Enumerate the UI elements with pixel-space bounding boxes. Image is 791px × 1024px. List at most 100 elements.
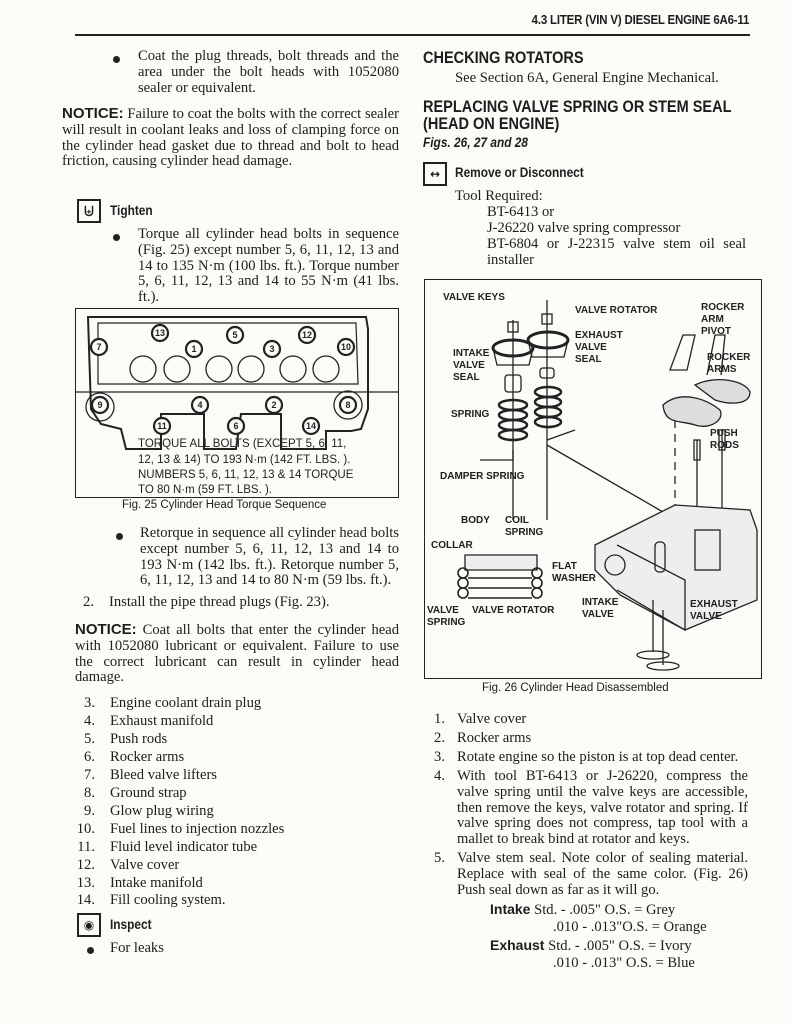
seal-color-exhaust-std: Exhaust Std. - .005" O.S. = Ivory (490, 937, 692, 955)
step-number: 6. (84, 749, 95, 765)
step-text: Valve cover (457, 711, 527, 727)
step-text: Ground strap (110, 785, 187, 801)
step-number: 4. (434, 768, 445, 784)
tool-item: installer (487, 252, 535, 268)
step-text: Glow plug wiring (110, 803, 214, 819)
step-text: Rocker arms (110, 749, 185, 765)
figures-reference: Figs. 26, 27 and 28 (423, 135, 528, 150)
step-text: Install the pipe thread plugs (Fig. 23). (109, 594, 330, 610)
step-text: Rocker arms (457, 730, 532, 746)
step-text: Valve stem seal. Note color of sealing m… (457, 850, 748, 898)
step-number: 10. (76, 821, 95, 837)
label-rocker-arm-pivot: ARM (701, 314, 724, 325)
step-number: 12. (76, 857, 95, 873)
label-valve-spring: VALVE (427, 605, 459, 616)
label-rocker-arm-pivot: ROCKER (701, 302, 745, 313)
cylinder-head-diagram: 7 13 1 5 3 12 10 9 4 2 8 11 6 14 TORQUE … (76, 316, 398, 496)
label-valve-rotator-detail: VALVE ROTATOR (472, 605, 555, 616)
exhaust-label: Exhaust (490, 937, 545, 953)
label-valve-keys: VALVE KEYS (443, 292, 505, 303)
torque-note-line: NUMBERS 5, 6, 11, 12, 13 & 14 TORQUE (138, 469, 354, 481)
figure-25-caption: Fig. 25 Cylinder Head Torque Sequence (122, 499, 327, 511)
step-number: 5. (84, 731, 95, 747)
bullet-for-leaks: For leaks (110, 940, 164, 956)
see-section-text: See Section 6A, General Engine Mechanica… (455, 70, 719, 86)
label-push-rods: RODS (710, 440, 739, 451)
bolt-label: 13 (155, 328, 165, 338)
label-flat-washer: FLAT (552, 561, 577, 572)
tighten-heading: Tighten (110, 203, 153, 218)
tool-item: BT-6413 or (487, 204, 555, 220)
bullet (113, 56, 120, 63)
notice-lubricant: NOTICE: Coat all bolts that enter the cy… (75, 622, 399, 686)
tool-item: BT-6804 or J-22315 valve stem oil seal (487, 236, 746, 252)
step-number: 11. (77, 839, 95, 855)
step-text: With tool BT-6413 or J-26220, compress t… (457, 768, 748, 848)
label-intake-valve-seal: SEAL (453, 372, 480, 383)
bullet (113, 234, 120, 241)
bolt-label: 1 (191, 344, 196, 354)
label-rocker-arms: ARMS (707, 364, 737, 375)
label-exhaust-valve: VALVE (690, 611, 722, 622)
step-number: 9. (84, 803, 95, 819)
bullet-torque-bolts: Torque all cylinder head bolts in sequen… (138, 226, 399, 306)
label-spring: SPRING (451, 409, 490, 420)
step-text: Exhaust manifold (110, 713, 214, 729)
heading-head-on-engine: (HEAD ON ENGINE) (423, 115, 560, 133)
bolt-label: 5 (232, 330, 237, 340)
seal-color-intake-os: .010 - .013"O.S. = Orange (553, 919, 707, 935)
label-damper-spring: DAMPER SPRING (440, 471, 525, 482)
step-number: 7. (84, 767, 95, 783)
step-number: 13. (76, 875, 95, 891)
label-coil-spring: COIL (505, 515, 529, 526)
label-intake-valve: INTAKE (582, 597, 619, 608)
tighten-icon: ⨄ (77, 199, 101, 223)
figure-25-torque-sequence: 7 13 1 5 3 12 10 9 4 2 8 11 6 14 TORQUE … (75, 308, 399, 498)
figure-26-caption: Fig. 26 Cylinder Head Disassembled (482, 682, 669, 694)
seal-color-intake-std: Intake Std. - .005" O.S. = Grey (490, 901, 675, 919)
inspect-heading: Inspect (110, 917, 152, 932)
step-text: Valve cover (110, 857, 180, 873)
bolt-label: 12 (302, 330, 312, 340)
torque-note-line: 12, 13 & 14) TO 193 N·m (142 FT. LBS. ). (138, 454, 350, 466)
step-number: 14. (76, 892, 95, 908)
label-coil-spring: SPRING (505, 527, 544, 538)
heading-replacing-valve-spring: REPLACING VALVE SPRING OR STEM SEAL (423, 98, 732, 116)
notice-text: Failure to coat the bolts with the corre… (62, 106, 399, 170)
bolt-label: 9 (97, 400, 102, 410)
inspect-icon: ◉ (77, 913, 101, 937)
label-exhaust-valve-seal: VALVE (575, 342, 607, 353)
page-header: 4.3 LITER (VIN V) DIESEL ENGINE 6A6-11 (531, 12, 749, 27)
bolt-label: 8 (345, 400, 350, 410)
step-text: Engine coolant drain plug (110, 695, 262, 711)
label-intake-valve: VALVE (582, 609, 614, 620)
remove-disconnect-heading: Remove or Disconnect (455, 165, 584, 180)
step-text: Fluid level indicator tube (110, 839, 258, 855)
torque-note-line: TORQUE ALL BOLTS (EXCEPT 5, 6, 11, (138, 438, 346, 450)
seal-color-exhaust-os: .010 - .013" O.S. = Blue (553, 955, 695, 971)
step-text: Bleed valve lifters (110, 767, 217, 783)
figure-26-cylinder-head-disassembled: VALVE KEYS VALVE ROTATOR EXHAUST VALVE S… (424, 279, 762, 679)
label-push-rods: PUSH (710, 428, 738, 439)
label-intake-valve-seal: INTAKE (453, 348, 490, 359)
bullet (87, 947, 94, 954)
step-text: Intake manifold (110, 875, 203, 891)
remove-disconnect-icon: ↔ (423, 162, 447, 186)
bolt-label: 6 (233, 421, 238, 431)
step-number: 2. (434, 730, 445, 746)
tool-item: J-26220 valve spring compressor (487, 220, 681, 236)
heading-checking-rotators: CHECKING ROTATORS (423, 49, 584, 67)
bullet-coat-threads: Coat the plug threads, bolt threads and … (138, 48, 399, 96)
label-body: BODY (461, 515, 490, 526)
step-text: Rotate engine so the piston is at top de… (457, 749, 739, 765)
bullet-retorque: Retorque in sequence all cylinder head b… (140, 525, 399, 589)
label-flat-washer: WASHER (552, 573, 596, 584)
step-text: Fill cooling system. (110, 892, 226, 908)
label-intake-valve-seal: VALVE (453, 360, 485, 371)
label-rocker-arms: ROCKER (707, 352, 751, 363)
step-number: 2. (83, 594, 94, 610)
header-rule (75, 34, 750, 36)
bullet (116, 533, 123, 540)
label-exhaust-valve: EXHAUST (690, 599, 738, 610)
step-number: 4. (84, 713, 95, 729)
